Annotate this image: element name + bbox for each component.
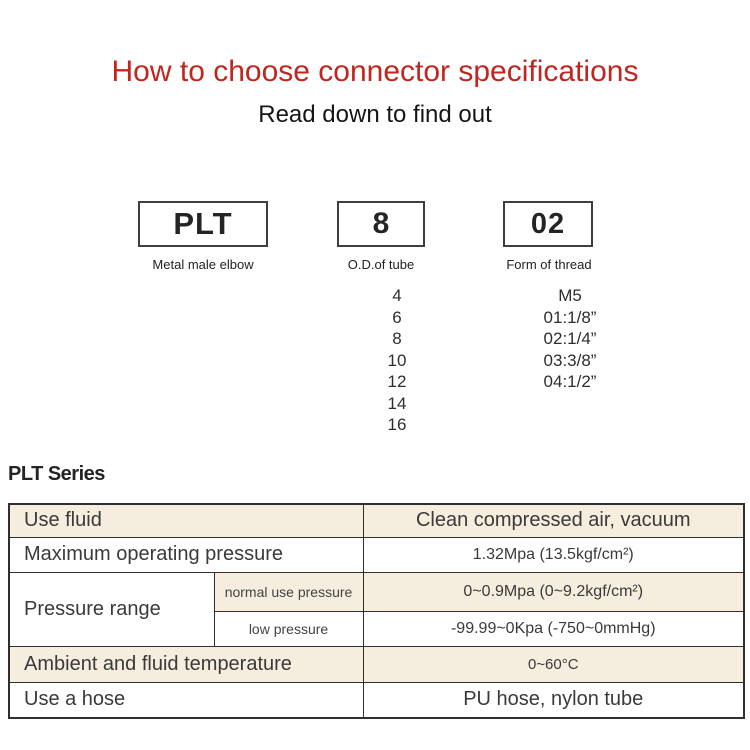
row-label: Pressure range (8, 571, 215, 647)
row-label: Ambient and fluid temperature (8, 645, 364, 683)
row-value: -99.99~0Kpa (-750~0mmHg) (362, 610, 745, 647)
list-item: M5 (558, 286, 582, 305)
table-row: Use a hose PU hose, nylon tube (8, 681, 745, 719)
list-item: 10 (387, 350, 407, 370)
list-item: 04:1/2” (543, 372, 597, 391)
tube-box-caption: O.D.of tube (347, 257, 415, 272)
table-row: Maximum operating pressure 1.32Mpa (13.5… (8, 536, 745, 573)
list-item: 12 (387, 372, 407, 391)
row-value: 0~0.9Mpa (0~9.2kgf/cm²) (362, 571, 745, 612)
row-label: Use fluid (8, 503, 364, 538)
code-box-thread: 02 (503, 201, 593, 247)
row-label: Use a hose (8, 681, 364, 719)
list-item: 14 (387, 393, 407, 413)
table-row: low pressure -99.99~0Kpa (-750~0mmHg) (9, 610, 745, 647)
thread-box-caption: Form of thread (506, 257, 592, 272)
tube-size-options: 4 6 8 10 12 14 16 (327, 285, 467, 436)
code-box-tube-size-text: 8 (372, 207, 390, 240)
series-box-caption: Metal male elbow (152, 257, 254, 272)
row-value: Clean compressed air, vacuum (362, 503, 745, 538)
row-value: 1.32Mpa (13.5kgf/cm²) (362, 536, 745, 573)
row-sublabel: normal use pressure (213, 571, 364, 612)
code-box-series-text: PLT (173, 206, 233, 241)
page-title: How to choose connector specifications (111, 55, 639, 88)
series-heading: PLT Series (8, 463, 105, 485)
list-item: 02:1/4” (543, 329, 597, 348)
table-row: Ambient and fluid temperature 0~60°C (8, 645, 745, 683)
list-item: 8 (392, 329, 402, 348)
list-item: 01:1/8” (543, 307, 597, 327)
table-row: Use fluid Clean compressed air, vacuum (8, 503, 745, 538)
list-item: 6 (392, 307, 402, 327)
code-box-series: PLT (138, 201, 268, 247)
list-item: 4 (392, 286, 402, 305)
list-item: 03:3/8” (543, 350, 597, 370)
row-value: PU hose, nylon tube (362, 681, 745, 719)
code-box-thread-text: 02 (530, 207, 566, 240)
table-row: Pressure range normal use pressure 0~0.9… (8, 571, 745, 647)
row-label: Maximum operating pressure (8, 536, 364, 573)
row-sublabel: low pressure (213, 610, 364, 647)
page-subtitle: Read down to find out (258, 101, 492, 128)
thread-form-options: M5 01:1/8” 02:1/4” 03:3/8” 04:1/2” (500, 285, 640, 393)
row-value: 0~60°C (362, 645, 745, 683)
list-item: 16 (387, 415, 407, 434)
spec-table: Use fluid Clean compressed air, vacuum M… (8, 503, 745, 719)
code-box-tube-size: 8 (337, 201, 425, 247)
